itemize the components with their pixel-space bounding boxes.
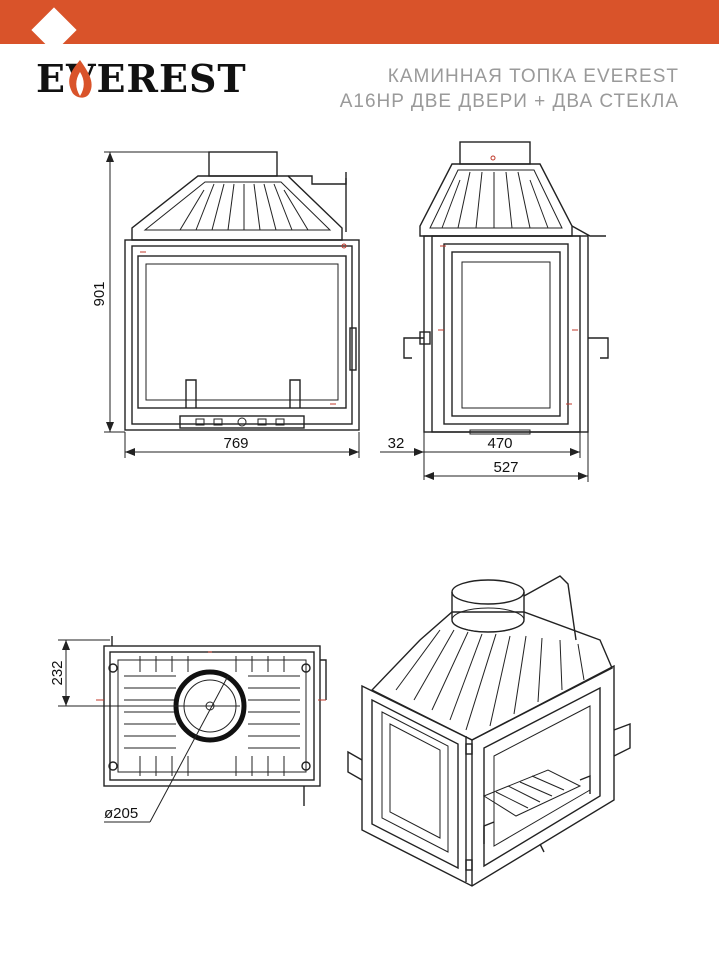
dim-top-depth: 232 xyxy=(49,639,180,707)
flue-diameter-label: ø205 xyxy=(104,805,138,822)
page-title: КАМИННАЯ ТОПКА EVEREST A16HP ДВЕ ДВЕРИ +… xyxy=(340,64,679,114)
header-bar xyxy=(0,0,719,44)
brand-logo: EVEREST xyxy=(36,56,246,102)
front-width-label: 769 xyxy=(223,435,248,452)
side-offset-label: 32 xyxy=(388,435,405,452)
top-view xyxy=(96,636,327,806)
dim-front-width: 769 xyxy=(124,432,360,458)
title-line-1: КАМИННАЯ ТОПКА EVEREST xyxy=(387,66,679,87)
dim-front-height: 901 xyxy=(91,151,209,433)
front-view xyxy=(124,151,360,431)
front-height-label: 901 xyxy=(91,281,108,306)
side-view xyxy=(403,141,609,435)
dim-side-offset: 32 xyxy=(380,432,425,480)
side-total-label: 527 xyxy=(493,459,518,476)
dim-side-inner: 470 xyxy=(424,432,581,458)
flame-icon xyxy=(69,60,92,98)
title-line-2: A16HP ДВЕ ДВЕРИ + ДВА СТЕКЛА xyxy=(339,91,679,112)
top-depth-label: 232 xyxy=(49,660,66,685)
dim-flue-diameter: ø205 xyxy=(104,675,229,823)
dim-side-total: 527 xyxy=(424,432,589,482)
isometric-view xyxy=(347,575,631,887)
side-inner-label: 470 xyxy=(487,435,512,452)
